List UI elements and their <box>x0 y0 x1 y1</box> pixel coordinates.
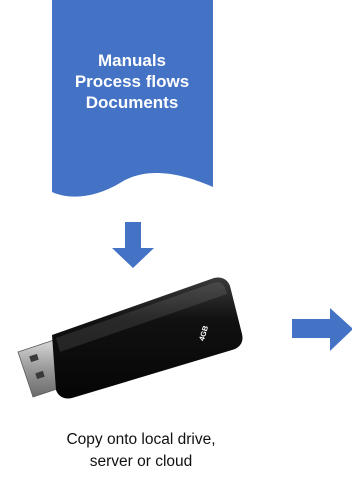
document-line-process-flows: Process flows <box>74 72 190 91</box>
document-shape <box>52 0 213 197</box>
caption-line-1: Copy onto local drive, <box>66 431 216 448</box>
usb-connector-slot <box>35 370 45 380</box>
document-label: Manuals Process flows Documents <box>53 50 211 113</box>
document-line-documents: Documents <box>85 93 179 112</box>
usb-highlight <box>56 282 227 352</box>
caption-line-2: server or cloud <box>89 453 193 470</box>
document-line-manuals: Manuals <box>97 51 167 70</box>
usb-capacity-label: 4GB <box>197 324 210 342</box>
usb-connector-slot <box>29 353 39 363</box>
arrow-right-icon <box>292 308 352 351</box>
usb-body <box>52 277 243 399</box>
usb-caption: Copy onto local drive, server or cloud <box>0 429 282 473</box>
arrow-down-icon <box>112 222 154 268</box>
usb-drive-image: 4GB <box>17 277 243 399</box>
